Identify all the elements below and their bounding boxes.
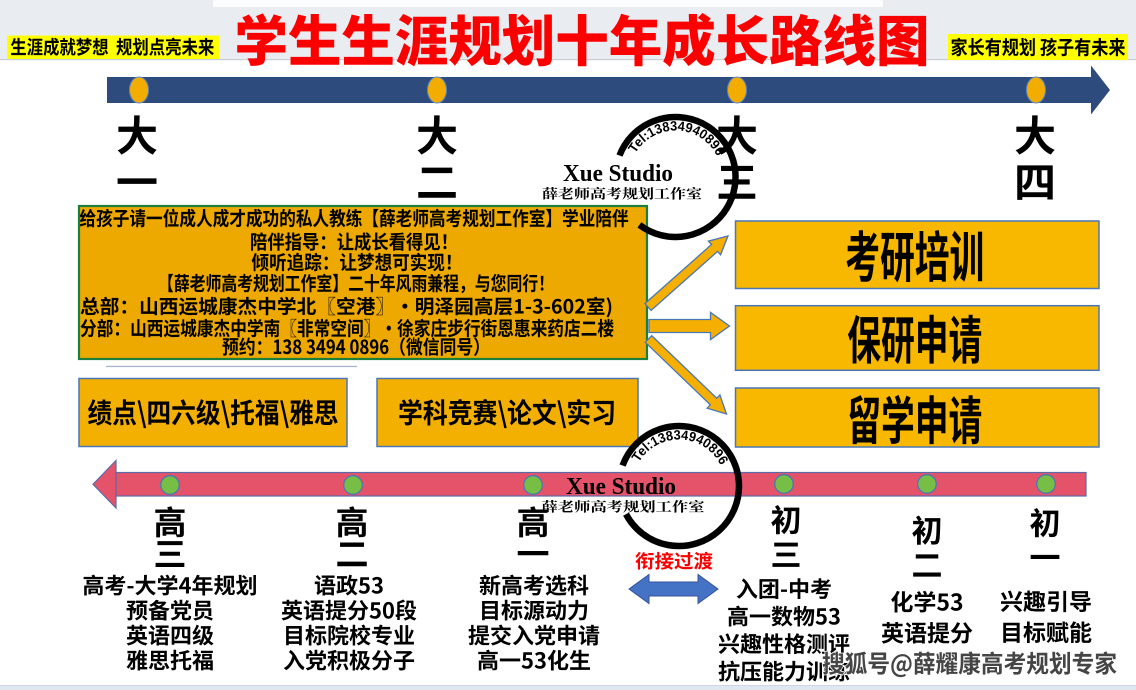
svg-text:Xue Studio: Xue Studio <box>566 474 676 500</box>
svg-text:Xue Studio: Xue Studio <box>563 161 673 187</box>
